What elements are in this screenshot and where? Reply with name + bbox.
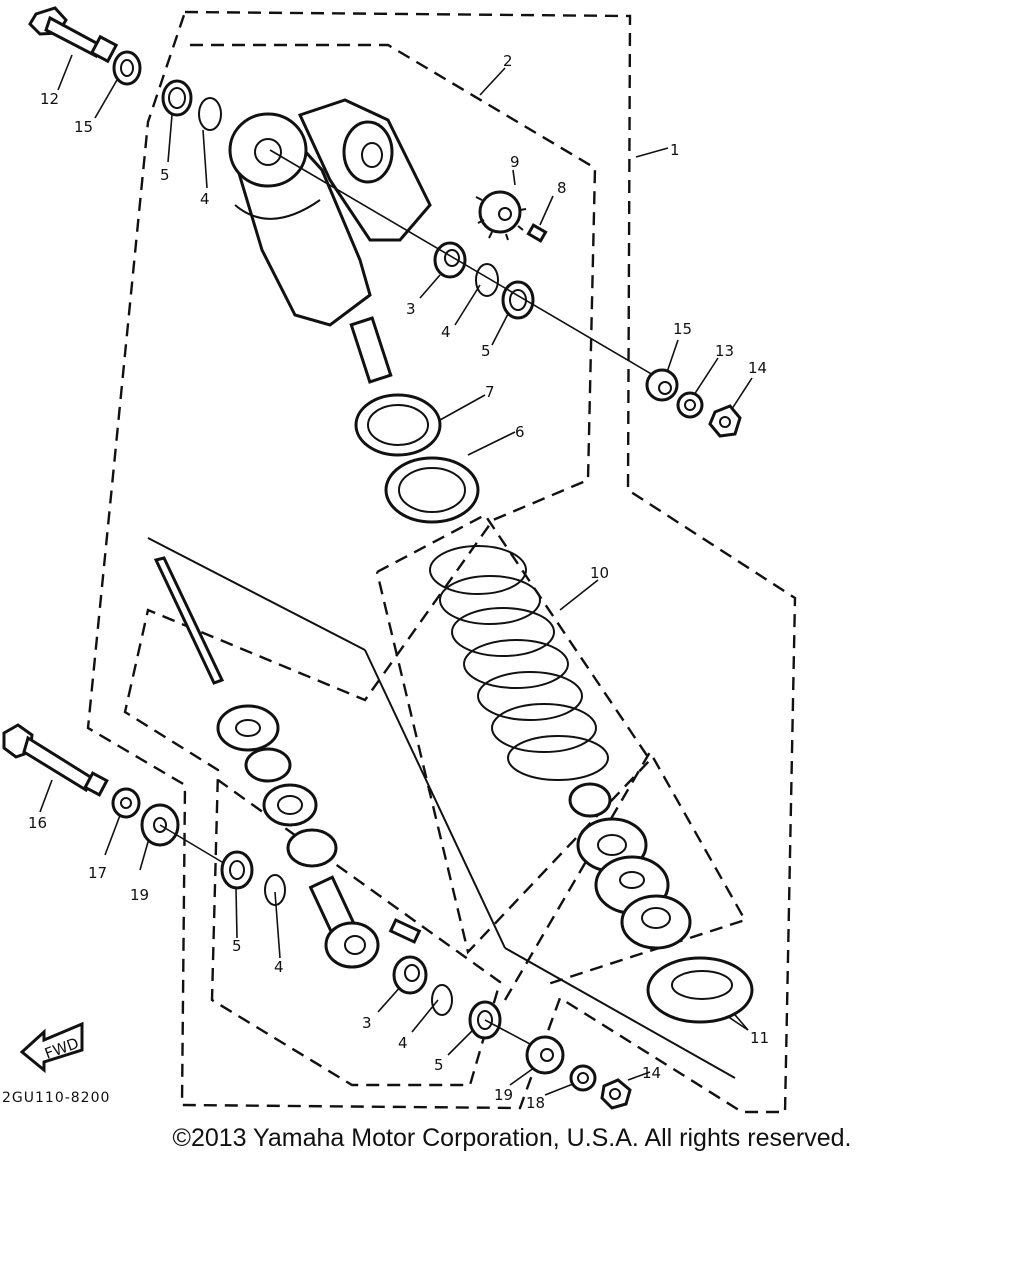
- callout-7: 7: [485, 383, 495, 401]
- callout-4: 4: [274, 958, 284, 976]
- callout-15: 15: [74, 118, 93, 136]
- adjuster-gear: [475, 190, 548, 243]
- callout-16: 16: [28, 814, 47, 832]
- middle-bushing-set: [269, 149, 666, 383]
- bump-stop: [646, 956, 754, 1024]
- exploded-parts-diagram: FWD 1 2 3 3 4 4 4 4 5 5 5 5 6 7 8 9 10 1…: [2, 6, 797, 1114]
- callout-4: 4: [441, 323, 451, 341]
- piston-rod-assembly: [147, 537, 736, 1079]
- upper-bolt: [28, 6, 119, 64]
- callout-19: 19: [494, 1086, 513, 1104]
- callout-4: 4: [200, 190, 210, 208]
- callout-15: 15: [673, 320, 692, 338]
- callout-numbers: 1 2 3 3 4 4 4 4 5 5 5 5 6 7 8 9 10 11 12…: [28, 52, 769, 1112]
- callout-9: 9: [510, 153, 520, 171]
- coil-spring: [429, 545, 609, 781]
- callout-12: 12: [40, 90, 59, 108]
- shock-body: [228, 98, 432, 384]
- callout-19: 19: [130, 886, 149, 904]
- spring-seats: [568, 782, 692, 950]
- callout-18: 18: [526, 1094, 545, 1112]
- lower-bolt: [2, 723, 109, 797]
- callout-8: 8: [557, 179, 567, 197]
- callout-3: 3: [406, 300, 416, 318]
- callout-11: 11: [750, 1029, 769, 1047]
- callout-10: 10: [590, 564, 609, 582]
- right-hardware: [645, 368, 742, 438]
- callout-1: 1: [670, 141, 680, 159]
- lock-rings: [354, 393, 480, 524]
- callout-5: 5: [160, 166, 170, 184]
- callout-5: 5: [434, 1056, 444, 1074]
- copyright-notice: ©2013 Yamaha Motor Corporation, U.S.A. A…: [172, 1124, 852, 1152]
- callout-4: 4: [398, 1034, 408, 1052]
- callout-14: 14: [748, 359, 767, 377]
- part-code: 2GU110-8200: [2, 1090, 110, 1106]
- callout-6: 6: [515, 423, 525, 441]
- callout-5: 5: [232, 937, 242, 955]
- callout-3: 3: [362, 1014, 372, 1032]
- fwd-arrow: FWD: [19, 1021, 84, 1074]
- callout-17: 17: [88, 864, 107, 882]
- group-outlines: [86, 10, 797, 1114]
- callout-13: 13: [715, 342, 734, 360]
- callout-14: 14: [642, 1064, 661, 1082]
- callout-5: 5: [481, 342, 491, 360]
- lower-clevis: [308, 875, 422, 969]
- callout-2: 2: [503, 52, 513, 70]
- upper-bushing-set: [112, 50, 222, 131]
- lower-bushing-set: [111, 787, 632, 1110]
